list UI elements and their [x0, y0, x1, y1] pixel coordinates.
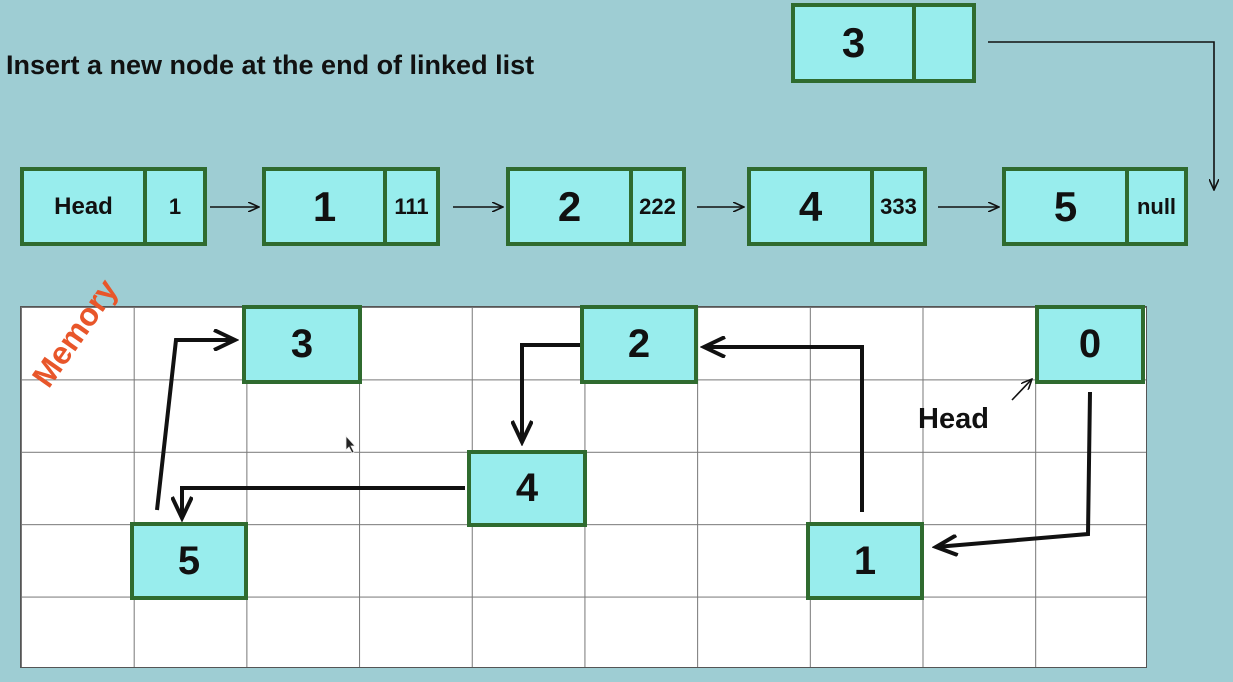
list-node-4: 4 333 [747, 167, 927, 246]
new-node-value: 3 [795, 7, 912, 79]
list-node-2-value: 2 [510, 171, 629, 242]
list-node-4-value: 4 [751, 171, 870, 242]
list-node-5-value: 5 [1006, 171, 1125, 242]
list-node-4-next: 333 [870, 171, 923, 242]
list-node-2: 2 222 [506, 167, 686, 246]
list-node-head-value: Head [24, 171, 143, 242]
list-node-5: 5 null [1002, 167, 1188, 246]
memory-node-1: 1 [806, 522, 924, 600]
list-node-1-value: 1 [266, 171, 383, 242]
memory-node-0: 0 [1035, 305, 1145, 384]
new-node-next [912, 7, 972, 79]
diagram-title: Insert a new node at the end of linked l… [6, 50, 535, 80]
new-node: 3 [791, 3, 976, 83]
list-node-1-next: 111 [383, 171, 436, 242]
memory-node-5: 5 [130, 522, 248, 600]
memory-node-4: 4 [467, 450, 587, 527]
list-node-5-next: null [1125, 171, 1184, 242]
list-node-2-next: 222 [629, 171, 682, 242]
list-node-1: 1 111 [262, 167, 440, 246]
head-label: Head [918, 403, 989, 435]
list-node-head: Head 1 [20, 167, 207, 246]
memory-node-3: 3 [242, 305, 362, 384]
list-node-head-next: 1 [143, 171, 203, 242]
memory-node-2: 2 [580, 305, 698, 384]
